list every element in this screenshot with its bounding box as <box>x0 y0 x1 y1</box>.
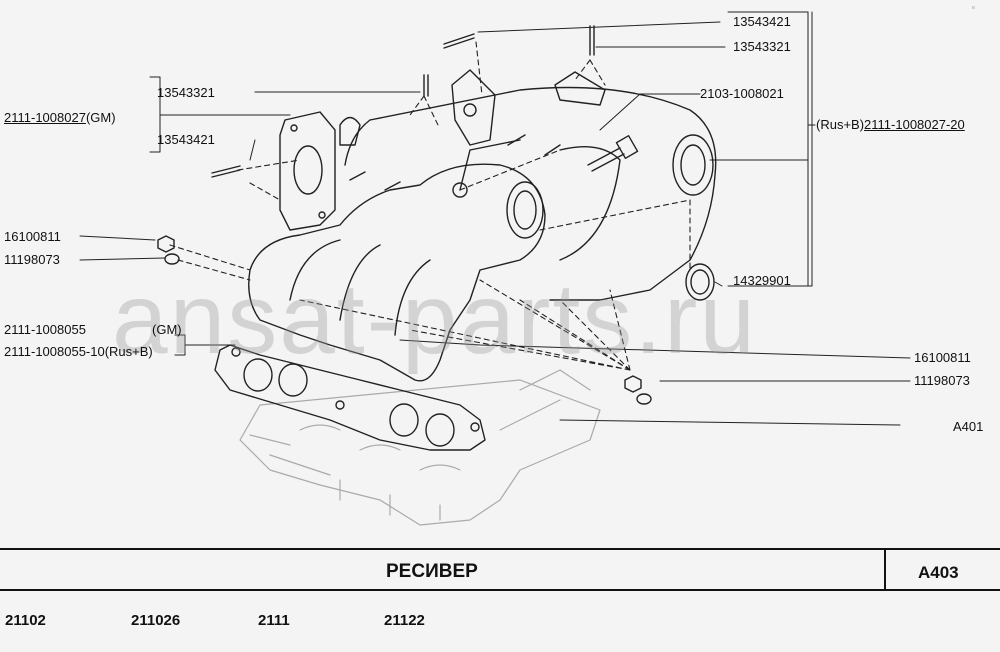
callout-r4-prefix: (Rus+B) <box>816 117 865 132</box>
model-item: 21122 <box>384 612 425 629</box>
callout-l6[interactable]: 2111-1008055 <box>4 322 86 337</box>
callout-r4[interactable]: (Rus+B)2111-1008027-20 <box>816 118 965 132</box>
callout-l3[interactable]: 13543421 <box>157 132 215 147</box>
page-title: РЕСИВЕР <box>386 561 478 582</box>
callout-l6-suffix: (GM) <box>152 322 182 337</box>
callout-l1[interactable]: 13543321 <box>157 85 215 100</box>
model-item: 2111 <box>258 612 290 629</box>
callout-r4-number: 2111-1008027-20 <box>864 117 965 132</box>
callout-l4[interactable]: 16100811 <box>4 229 61 244</box>
top-bracket <box>451 69 606 146</box>
leader-lines <box>79 11 911 426</box>
callout-l2-suffix: (GM) <box>85 110 116 125</box>
callout-l2[interactable]: 2111-1008027(GM) <box>4 111 116 125</box>
model-item: 21102 <box>5 612 46 629</box>
callout-r2[interactable]: 13543321 <box>733 39 791 54</box>
seal-ring <box>685 263 715 301</box>
engine-head-outline <box>239 369 601 526</box>
receiver-drawing <box>79 11 911 526</box>
parts-diagram: ansat-parts.ru ᵉ 13543321 2111-1008027(G… <box>4 4 984 526</box>
callout-r7[interactable]: 11198073 <box>914 373 970 388</box>
throttle-flange <box>279 111 361 231</box>
callout-r3[interactable]: 2103-1008021 <box>700 86 784 101</box>
callout-r1[interactable]: 13543421 <box>733 14 791 29</box>
callout-l5[interactable]: 11198073 <box>4 252 60 267</box>
callout-r5[interactable]: 14329901 <box>733 273 791 288</box>
gasket <box>214 344 486 451</box>
callout-r8[interactable]: A401 <box>953 419 984 434</box>
callout-l2-number: 2111-1008027 <box>4 110 86 125</box>
studs <box>211 25 639 198</box>
footer-mid-rule <box>0 589 1000 591</box>
callout-r6[interactable]: 16100811 <box>914 350 971 365</box>
footer-divider <box>884 550 886 591</box>
footer-top-rule <box>0 548 1000 550</box>
callout-l7[interactable]: 2111-1008055-10(Rus+B) <box>4 344 153 359</box>
footer <box>0 548 1000 652</box>
model-item: 211026 <box>131 612 181 629</box>
page-code: A403 <box>918 563 959 582</box>
nuts <box>157 235 652 405</box>
receiver-body <box>248 86 717 382</box>
assembly-lines <box>169 41 691 371</box>
corner-mark: ᵉ <box>972 4 975 13</box>
